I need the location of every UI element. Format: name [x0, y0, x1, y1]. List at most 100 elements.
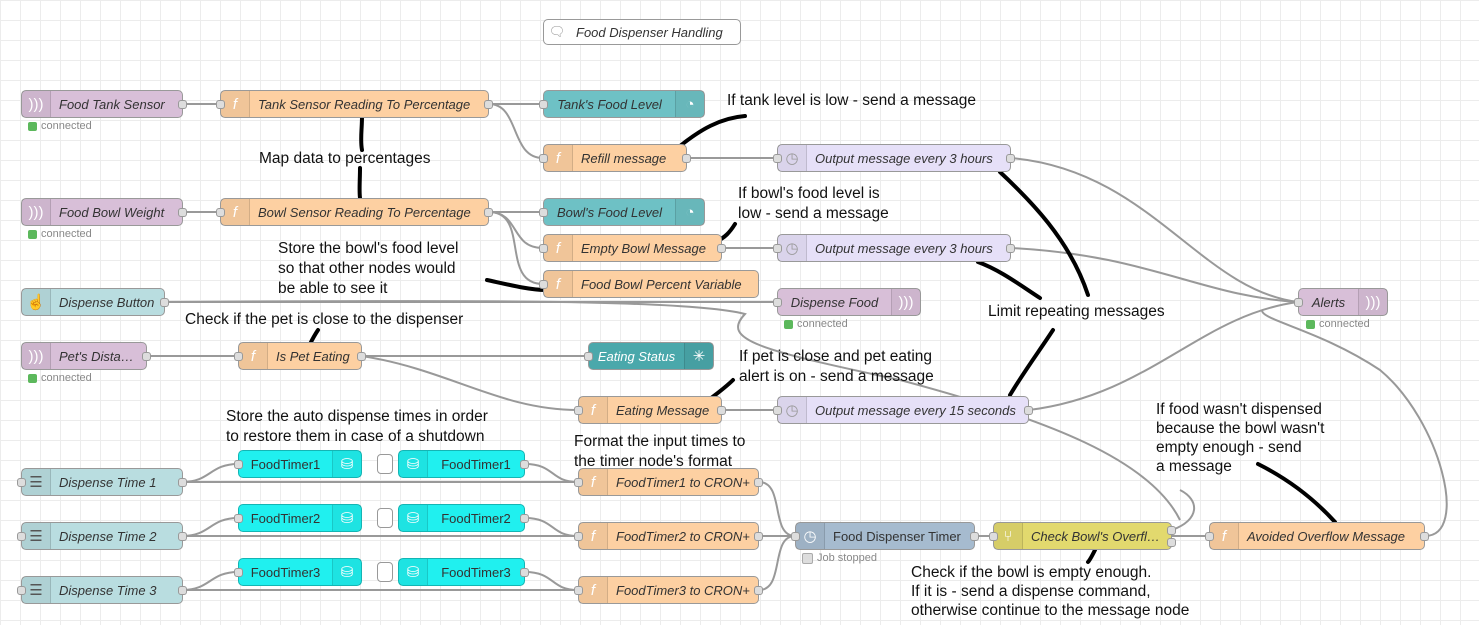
delay-15s-node[interactable]: ◷ Output message every 15 seconds [773, 396, 1033, 424]
foodtimer2-read-node[interactable]: ⛁ FoodTimer2 [398, 504, 529, 532]
input-port[interactable] [584, 352, 593, 361]
input-port[interactable] [234, 568, 243, 577]
food-dispenser-timer-node[interactable]: ◷ Food Dispenser Timer [791, 522, 979, 550]
input-port[interactable] [989, 532, 998, 541]
check-bowl-overflow-node[interactable]: ⑂ Check Bowl's Overflow [989, 522, 1176, 550]
input-port[interactable] [1205, 532, 1214, 541]
foodtimer1-store-node[interactable]: FoodTimer1 ⛁ [234, 450, 362, 478]
bowl-to-percentage-node[interactable]: f Bowl Sensor Reading To Percentage [216, 198, 493, 226]
foodtimer2-store-node[interactable]: FoodTimer2 ⛁ [234, 504, 362, 532]
output-port[interactable] [717, 244, 726, 253]
output-port-2[interactable] [1167, 538, 1176, 547]
alerts-node[interactable]: Alerts ))) [1294, 288, 1388, 316]
tank-food-level-gauge[interactable]: Tank's Food Level ◔ [539, 90, 705, 118]
input-port[interactable] [574, 532, 583, 541]
output-port[interactable] [178, 208, 187, 217]
delay-3h-node-2[interactable]: ◷ Output message every 3 hours [773, 234, 1015, 262]
gauge-icon: ◔ [675, 91, 704, 117]
function-f-icon: f [579, 397, 608, 423]
refill-message-node[interactable]: f Refill message [539, 144, 691, 172]
input-port[interactable] [539, 208, 548, 217]
is-pet-eating-node[interactable]: f Is Pet Eating [234, 342, 366, 370]
inject-button[interactable] [377, 454, 393, 474]
output-port[interactable] [484, 208, 493, 217]
output-port[interactable] [682, 154, 691, 163]
output-port[interactable] [1006, 154, 1015, 163]
annotation-line: the timer node's format [574, 453, 733, 470]
output-port[interactable] [754, 532, 763, 541]
input-port[interactable] [574, 586, 583, 595]
dispense-food-node[interactable]: Dispense Food ))) [773, 288, 921, 316]
cron2-node[interactable]: f FoodTimer2 to CRON+ [574, 522, 763, 550]
wire [488, 211, 544, 249]
output-port[interactable] [970, 532, 979, 541]
cron3-node[interactable]: f FoodTimer3 to CRON+ [574, 576, 763, 604]
bowl-food-level-gauge[interactable]: Bowl's Food Level ◔ [539, 198, 705, 226]
inject-button[interactable] [377, 508, 393, 528]
foodtimer1-read-node[interactable]: ⛁ FoodTimer1 [398, 450, 529, 478]
input-port[interactable] [234, 460, 243, 469]
input-port[interactable] [216, 208, 225, 217]
output-port[interactable] [1420, 532, 1429, 541]
output-port[interactable] [1024, 406, 1033, 415]
output-port[interactable] [1006, 244, 1015, 253]
output-port[interactable] [178, 532, 187, 541]
foodtimer3-store-node[interactable]: FoodTimer3 ⛁ [234, 558, 362, 586]
eating-message-node[interactable]: f Eating Message [574, 396, 726, 424]
annotation-line: Store the auto dispense times in order [226, 408, 488, 425]
output-port[interactable] [754, 586, 763, 595]
input-port[interactable] [791, 532, 800, 541]
food-bowl-weight-node[interactable]: ))) Food Bowl Weight [21, 198, 187, 226]
function-f-icon: f [221, 199, 250, 225]
pets-distance-node[interactable]: ))) Pet's Distance [21, 342, 151, 370]
input-port[interactable] [17, 586, 26, 595]
input-port[interactable] [539, 100, 548, 109]
dispense-time-1-node[interactable]: ☰ Dispense Time 1 [17, 468, 187, 496]
output-port[interactable] [160, 298, 169, 307]
output-port[interactable] [484, 100, 493, 109]
input-port[interactable] [1294, 298, 1303, 307]
avoided-overflow-message-node[interactable]: f Avoided Overflow Message [1205, 522, 1429, 550]
form-list-icon: ☰ [22, 577, 51, 603]
output-port[interactable] [142, 352, 151, 361]
input-port[interactable] [773, 298, 782, 307]
input-port[interactable] [216, 100, 225, 109]
node-label: FoodTimer2 [250, 510, 321, 526]
input-port[interactable] [574, 406, 583, 415]
output-port-1[interactable] [1167, 526, 1176, 535]
input-port[interactable] [574, 478, 583, 487]
input-port[interactable] [773, 406, 782, 415]
foodtimer3-read-node[interactable]: ⛁ FoodTimer3 [398, 558, 529, 586]
output-port[interactable] [520, 514, 529, 523]
bowl-percent-variable-node[interactable]: f Food Bowl Percent Variable [539, 270, 759, 298]
input-port[interactable] [234, 352, 243, 361]
inject-button[interactable] [377, 562, 393, 582]
flow-comment[interactable]: 🗨 Food Dispenser Handling [543, 19, 741, 45]
cron1-node[interactable]: f FoodTimer1 to CRON+ [574, 468, 763, 496]
eating-status-node[interactable]: Eating Status ✳ [584, 342, 714, 370]
tank-to-percentage-node[interactable]: f Tank Sensor Reading To Percentage [216, 90, 493, 118]
dispense-time-3-node[interactable]: ☰ Dispense Time 3 [17, 576, 187, 604]
output-port[interactable] [178, 100, 187, 109]
input-port[interactable] [539, 280, 548, 289]
input-port[interactable] [234, 514, 243, 523]
dispense-time-2-node[interactable]: ☰ Dispense Time 2 [17, 522, 187, 550]
output-port[interactable] [717, 406, 726, 415]
input-port[interactable] [773, 244, 782, 253]
node-label: Output message every 15 seconds [815, 402, 1016, 418]
output-port[interactable] [754, 478, 763, 487]
output-port[interactable] [178, 478, 187, 487]
output-port[interactable] [357, 352, 366, 361]
output-port[interactable] [178, 586, 187, 595]
dispense-button-node[interactable]: ☝ Dispense Button [21, 288, 169, 316]
input-port[interactable] [773, 154, 782, 163]
food-tank-sensor-node[interactable]: ))) Food Tank Sensor [21, 90, 187, 118]
delay-3h-node-1[interactable]: ◷ Output message every 3 hours [773, 144, 1015, 172]
empty-bowl-message-node[interactable]: f Empty Bowl Message [539, 234, 726, 262]
input-port[interactable] [17, 532, 26, 541]
input-port[interactable] [539, 154, 548, 163]
input-port[interactable] [539, 244, 548, 253]
input-port[interactable] [17, 478, 26, 487]
output-port[interactable] [520, 568, 529, 577]
output-port[interactable] [520, 460, 529, 469]
